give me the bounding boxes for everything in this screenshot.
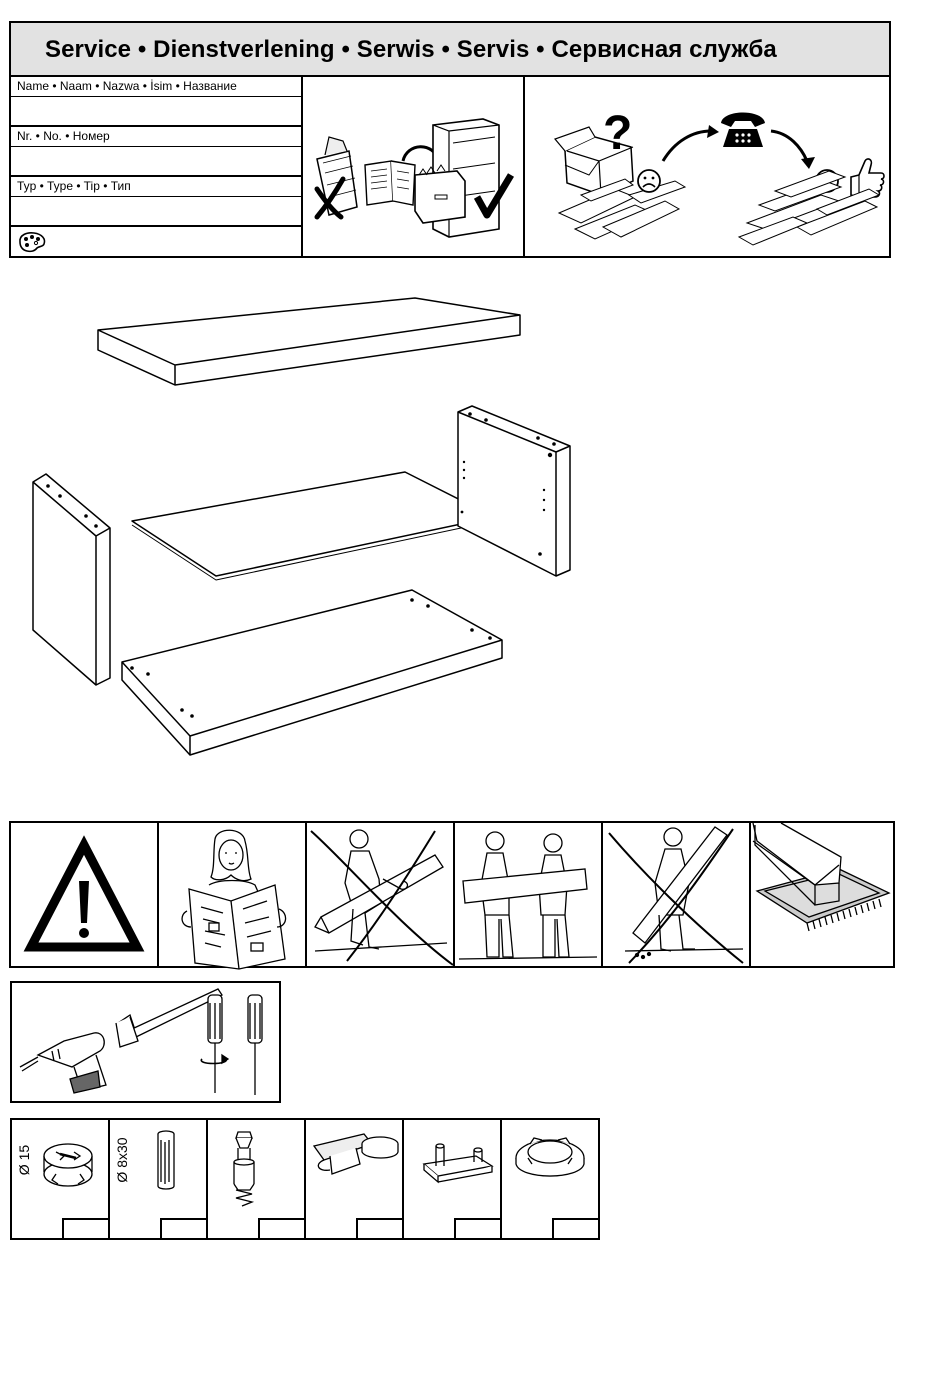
part-cam-lock: Ø 15 — [12, 1120, 110, 1238]
connector-fitting-icon — [416, 1128, 496, 1188]
filing-cabinet-icon — [415, 119, 499, 237]
exploded-assembly-diagram — [20, 290, 600, 770]
part-wood-dowel: Ø 8x30 — [110, 1120, 208, 1238]
service-title: Service • Dienstverlening • Serwis • Ser… — [45, 36, 777, 64]
part-shelf-support — [306, 1120, 404, 1238]
wrong-lifting-one-person-cell — [307, 823, 455, 966]
cam-bolt-icon — [224, 1128, 264, 1208]
manual-booklet-icon — [365, 161, 415, 205]
keep-instructions-panel — [303, 77, 525, 256]
cam-lock-icon — [38, 1134, 102, 1194]
type-field[interactable]: Typ • Type • Tip • Тип — [11, 177, 301, 227]
correct-lifting-two-persons-cell — [455, 823, 603, 966]
part-cover-cap — [502, 1120, 598, 1238]
quantity-box — [356, 1218, 404, 1240]
handling-instructions-strip — [9, 821, 895, 968]
sad-face-icon — [638, 170, 660, 192]
wrong-lifting-upright-cell — [603, 823, 751, 966]
name-divider — [11, 96, 301, 97]
palette-icon — [17, 231, 47, 253]
shelf-support-icon — [310, 1130, 400, 1190]
service-box: Service • Dienstverlening • Serwis • Ser… — [9, 21, 891, 258]
part-connector-fitting — [404, 1120, 502, 1238]
name-label: Name • Naam • Nazwa • İsim • Название — [17, 79, 237, 93]
hardware-parts-strip: Ø 15 Ø 8x30 — [10, 1118, 600, 1240]
use-soft-surface-cell — [751, 823, 893, 966]
read-manual-cell — [159, 823, 307, 966]
type-label: Typ • Type • Tip • Тип — [17, 179, 131, 193]
part-cam-bolt — [208, 1120, 306, 1238]
number-field[interactable]: Nr. • No. • Номер — [11, 127, 301, 177]
left-side-panel — [33, 474, 110, 685]
telephone-icon — [721, 113, 765, 148]
power-drill-icon — [20, 1033, 106, 1093]
warning-triangle-icon — [11, 823, 157, 966]
right-side-panel — [458, 406, 570, 576]
part-size-label: Ø 8x30 — [112, 1128, 132, 1198]
bottom-board — [122, 590, 502, 755]
quantity-box — [552, 1218, 600, 1240]
name-field[interactable]: Name • Naam • Nazwa • İsim • Название — [11, 77, 301, 127]
required-tools-box — [10, 981, 281, 1103]
part-size-label: Ø 15 — [14, 1128, 34, 1198]
loose-boards-left — [559, 179, 685, 239]
cover-cap-icon — [512, 1130, 588, 1186]
waste-basket-icon — [317, 137, 357, 215]
type-divider — [11, 196, 301, 197]
warning-cell — [11, 823, 159, 966]
back-panel — [132, 472, 494, 580]
quantity-box — [62, 1218, 110, 1240]
quantity-box — [258, 1218, 306, 1240]
number-divider — [11, 146, 301, 147]
top-board — [98, 298, 520, 385]
number-label: Nr. • No. • Номер — [17, 129, 110, 143]
quantity-box — [454, 1218, 502, 1240]
service-info-form: Name • Naam • Nazwa • İsim • Название Nr… — [11, 77, 303, 256]
phillips-screwdriver-icon — [201, 995, 228, 1093]
hammer-icon — [116, 989, 222, 1047]
service-call-panel: ? — [525, 77, 889, 256]
service-header: Service • Dienstverlening • Serwis • Ser… — [11, 23, 889, 77]
wood-dowel-icon — [150, 1128, 184, 1194]
quantity-box — [160, 1218, 208, 1240]
flat-screwdriver-icon — [248, 995, 262, 1095]
question-mark: ? — [603, 107, 632, 160]
